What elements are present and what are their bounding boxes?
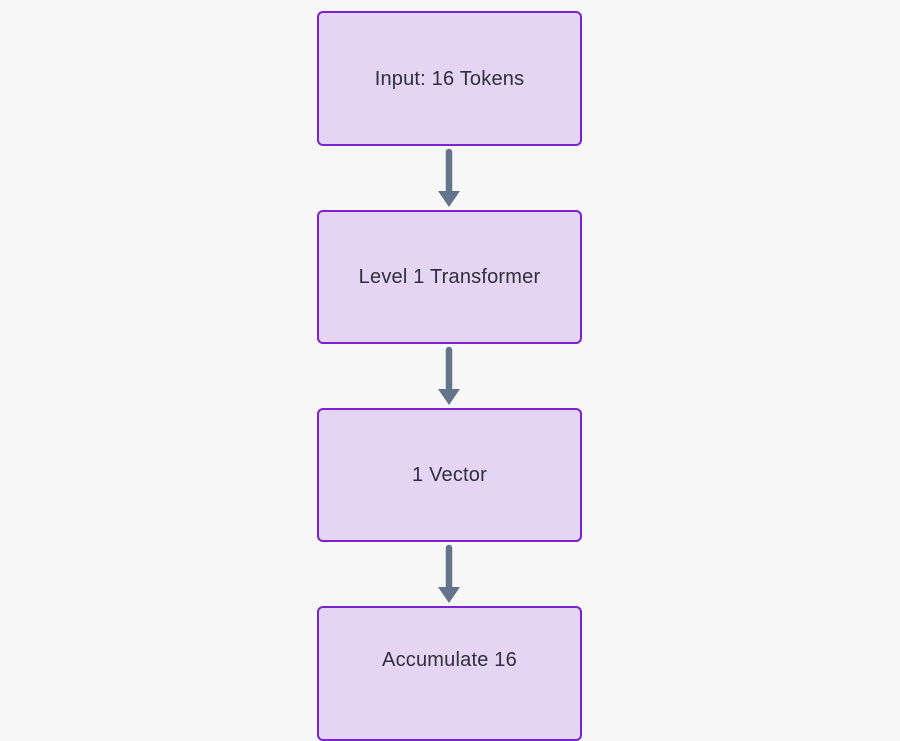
node-level1-label: Level 1 Transformer	[358, 266, 541, 288]
node-accumulate-label: Accumulate 16	[382, 649, 517, 671]
flowchart-canvas: Input: 16 Tokens Level 1 Transformer 1 V…	[317, 11, 582, 741]
arrow-down-icon	[438, 346, 460, 405]
node-vector-label: 1 Vector	[412, 464, 487, 486]
node-input-label: Input: 16 Tokens	[374, 67, 525, 90]
arrow-down-icon	[438, 148, 460, 207]
flowchart-node-input: Input: 16 Tokens	[317, 11, 582, 146]
flowchart-node-vector: 1 Vector	[317, 408, 582, 542]
arrow-down-icon	[438, 544, 460, 603]
flowchart-node-level1-transformer: Level 1 Transformer	[317, 210, 582, 344]
flowchart-node-accumulate: Accumulate 16	[317, 606, 582, 741]
